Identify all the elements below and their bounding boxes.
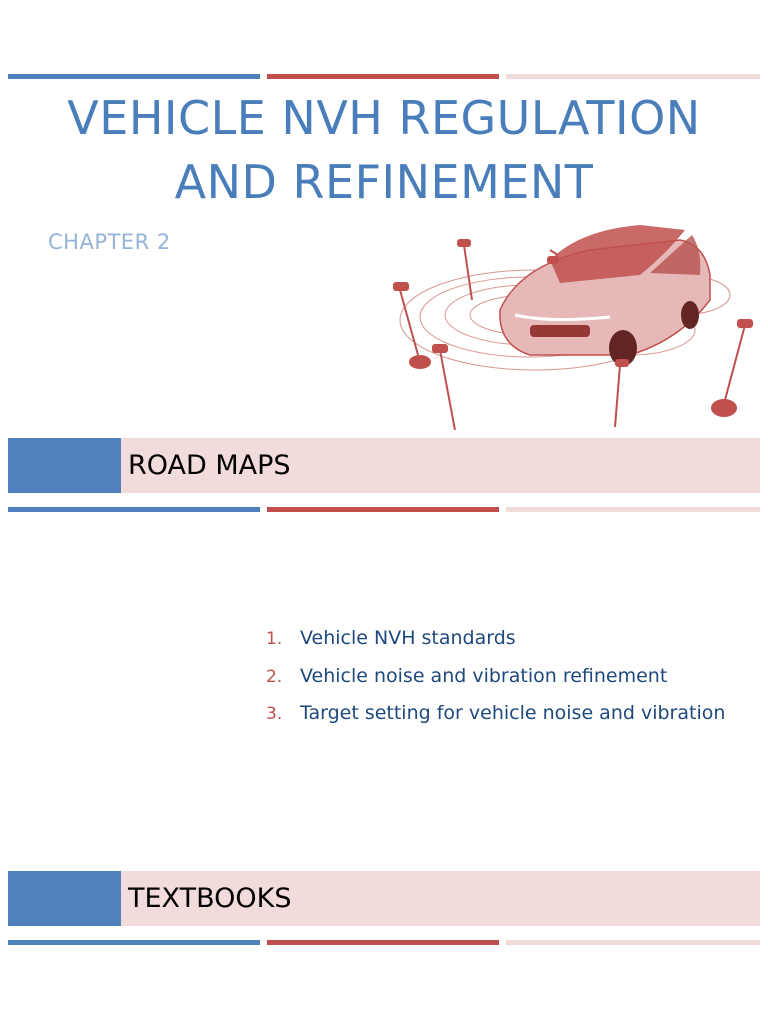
divider-blue-segment	[8, 507, 260, 512]
car-with-sound-wave-microphones-icon	[393, 225, 753, 430]
road-maps-header: ROAD MAPS	[8, 438, 760, 493]
list-item-text: Vehicle NVH standards	[300, 627, 516, 649]
slide-title-line-2: AND REFINEMENT	[174, 155, 594, 209]
slide-title-line-1: VEHICLE NVH REGULATION	[67, 91, 701, 145]
road-map-list: 1. Vehicle NVH standards 2. Vehicle noise …	[266, 620, 756, 733]
road-maps-divider	[8, 507, 760, 512]
divider-pink-segment	[506, 74, 760, 79]
list-item-number: 2.	[266, 666, 283, 687]
list-item-number: 3.	[266, 704, 283, 724]
divider-blue-segment	[8, 940, 260, 945]
list-item: 2. Vehicle noise and vibration refinement	[266, 658, 756, 696]
header-accent-block	[8, 438, 121, 493]
slide-title: VEHICLE NVH REGULATION AND REFINEMENT	[20, 86, 748, 214]
divider-red-segment	[267, 74, 499, 79]
list-item-text: Vehicle noise and vibration refinement	[300, 664, 668, 687]
textbooks-label: TEXTBOOKS	[128, 883, 292, 914]
chapter-subtitle: CHAPTER 2	[48, 230, 171, 254]
divider-red-segment	[267, 507, 499, 512]
divider-red-segment	[267, 940, 499, 945]
list-item-text: Target setting for vehicle noise and vib…	[300, 702, 726, 724]
list-item: 1. Vehicle NVH standards	[266, 620, 756, 658]
header-accent-block	[8, 871, 121, 926]
divider-pink-segment	[506, 940, 760, 945]
textbooks-divider	[8, 940, 760, 945]
list-item: 3. Target setting for vehicle noise and v…	[266, 695, 756, 733]
divider-pink-segment	[506, 507, 760, 512]
list-item-number: 1.	[266, 629, 283, 649]
divider-blue-segment	[8, 74, 260, 79]
road-maps-label: ROAD MAPS	[128, 450, 291, 481]
textbooks-header: TEXTBOOKS	[8, 871, 760, 926]
top-divider	[8, 74, 760, 79]
